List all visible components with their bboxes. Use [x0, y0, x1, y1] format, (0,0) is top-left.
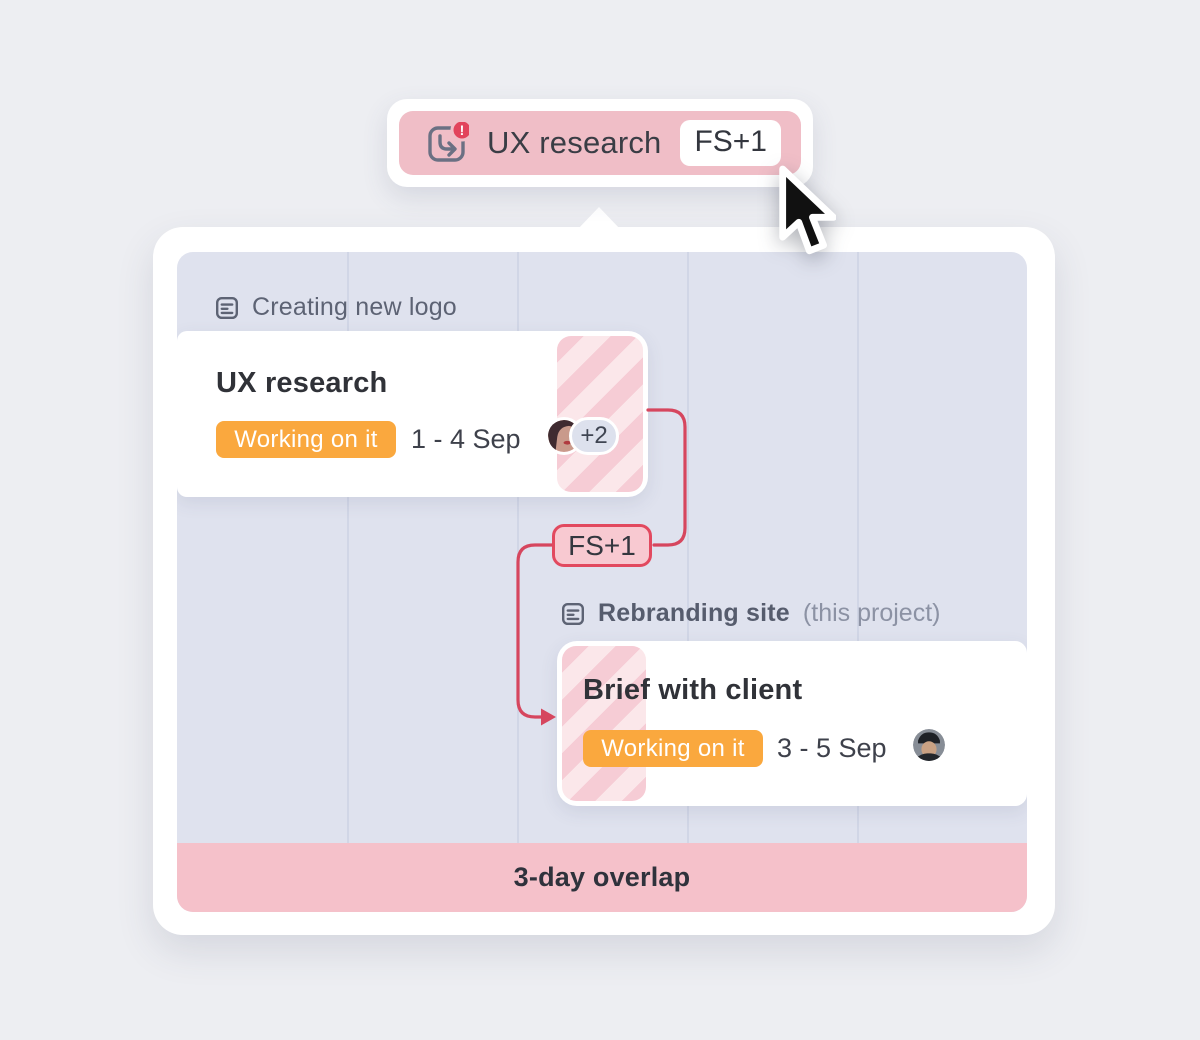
task-title: UX research	[216, 367, 388, 399]
tooltip-lag-badge: FS+1	[680, 120, 781, 166]
tooltip-task-label: UX research	[487, 125, 662, 160]
alert-icon: !	[450, 118, 474, 142]
task-dates: 1 - 4 Sep	[411, 424, 521, 454]
task-dates: 3 - 5 Sep	[777, 733, 887, 763]
board-card: Creating new logo UX research Working on…	[153, 227, 1055, 935]
dependency-lag-badge[interactable]: FS+1	[552, 524, 652, 567]
board-icon	[562, 602, 585, 625]
board-icon	[216, 296, 239, 319]
group-name: Rebranding site	[598, 599, 790, 627]
status-badge[interactable]: Working on it	[216, 421, 396, 458]
task-card-brief-with-client[interactable]: Brief with client Working on it 3 - 5 Se…	[557, 641, 1027, 806]
timeline-grid: Creating new logo UX research Working on…	[177, 252, 1027, 843]
grid-column-divider	[347, 252, 349, 843]
dependency-tooltip: ! UX research FS+1	[387, 99, 813, 187]
task-card-ux-research[interactable]: UX research Working on it 1 - 4 Sep +2	[177, 331, 648, 497]
overlap-footer-bar: 3-day overlap	[177, 843, 1027, 912]
grid-column-divider	[687, 252, 689, 843]
avatar[interactable]	[910, 726, 948, 764]
group-name: Creating new logo	[252, 293, 457, 321]
group-header-rebranding-site[interactable]: Rebranding site (this project)	[561, 599, 940, 628]
dependency-icon: !	[427, 118, 474, 164]
group-name-suffix: (this project)	[802, 599, 941, 627]
tooltip-pointer	[577, 207, 621, 230]
more-assignees-badge[interactable]: +2	[569, 417, 619, 455]
group-header-creating-new-logo[interactable]: Creating new logo	[215, 293, 470, 322]
grid-column-divider	[857, 252, 859, 843]
dependency-pill[interactable]: ! UX research FS+1	[399, 111, 801, 175]
status-badge[interactable]: Working on it	[583, 730, 763, 767]
timeline-panel: Creating new logo UX research Working on…	[177, 252, 1027, 912]
overlap-stripes	[562, 646, 646, 801]
cursor-icon	[779, 165, 836, 255]
overlap-stripes	[557, 336, 643, 492]
svg-text:!: !	[460, 122, 465, 138]
task-title: Brief with client	[583, 674, 803, 706]
overlap-label: 3-day overlap	[513, 862, 691, 892]
